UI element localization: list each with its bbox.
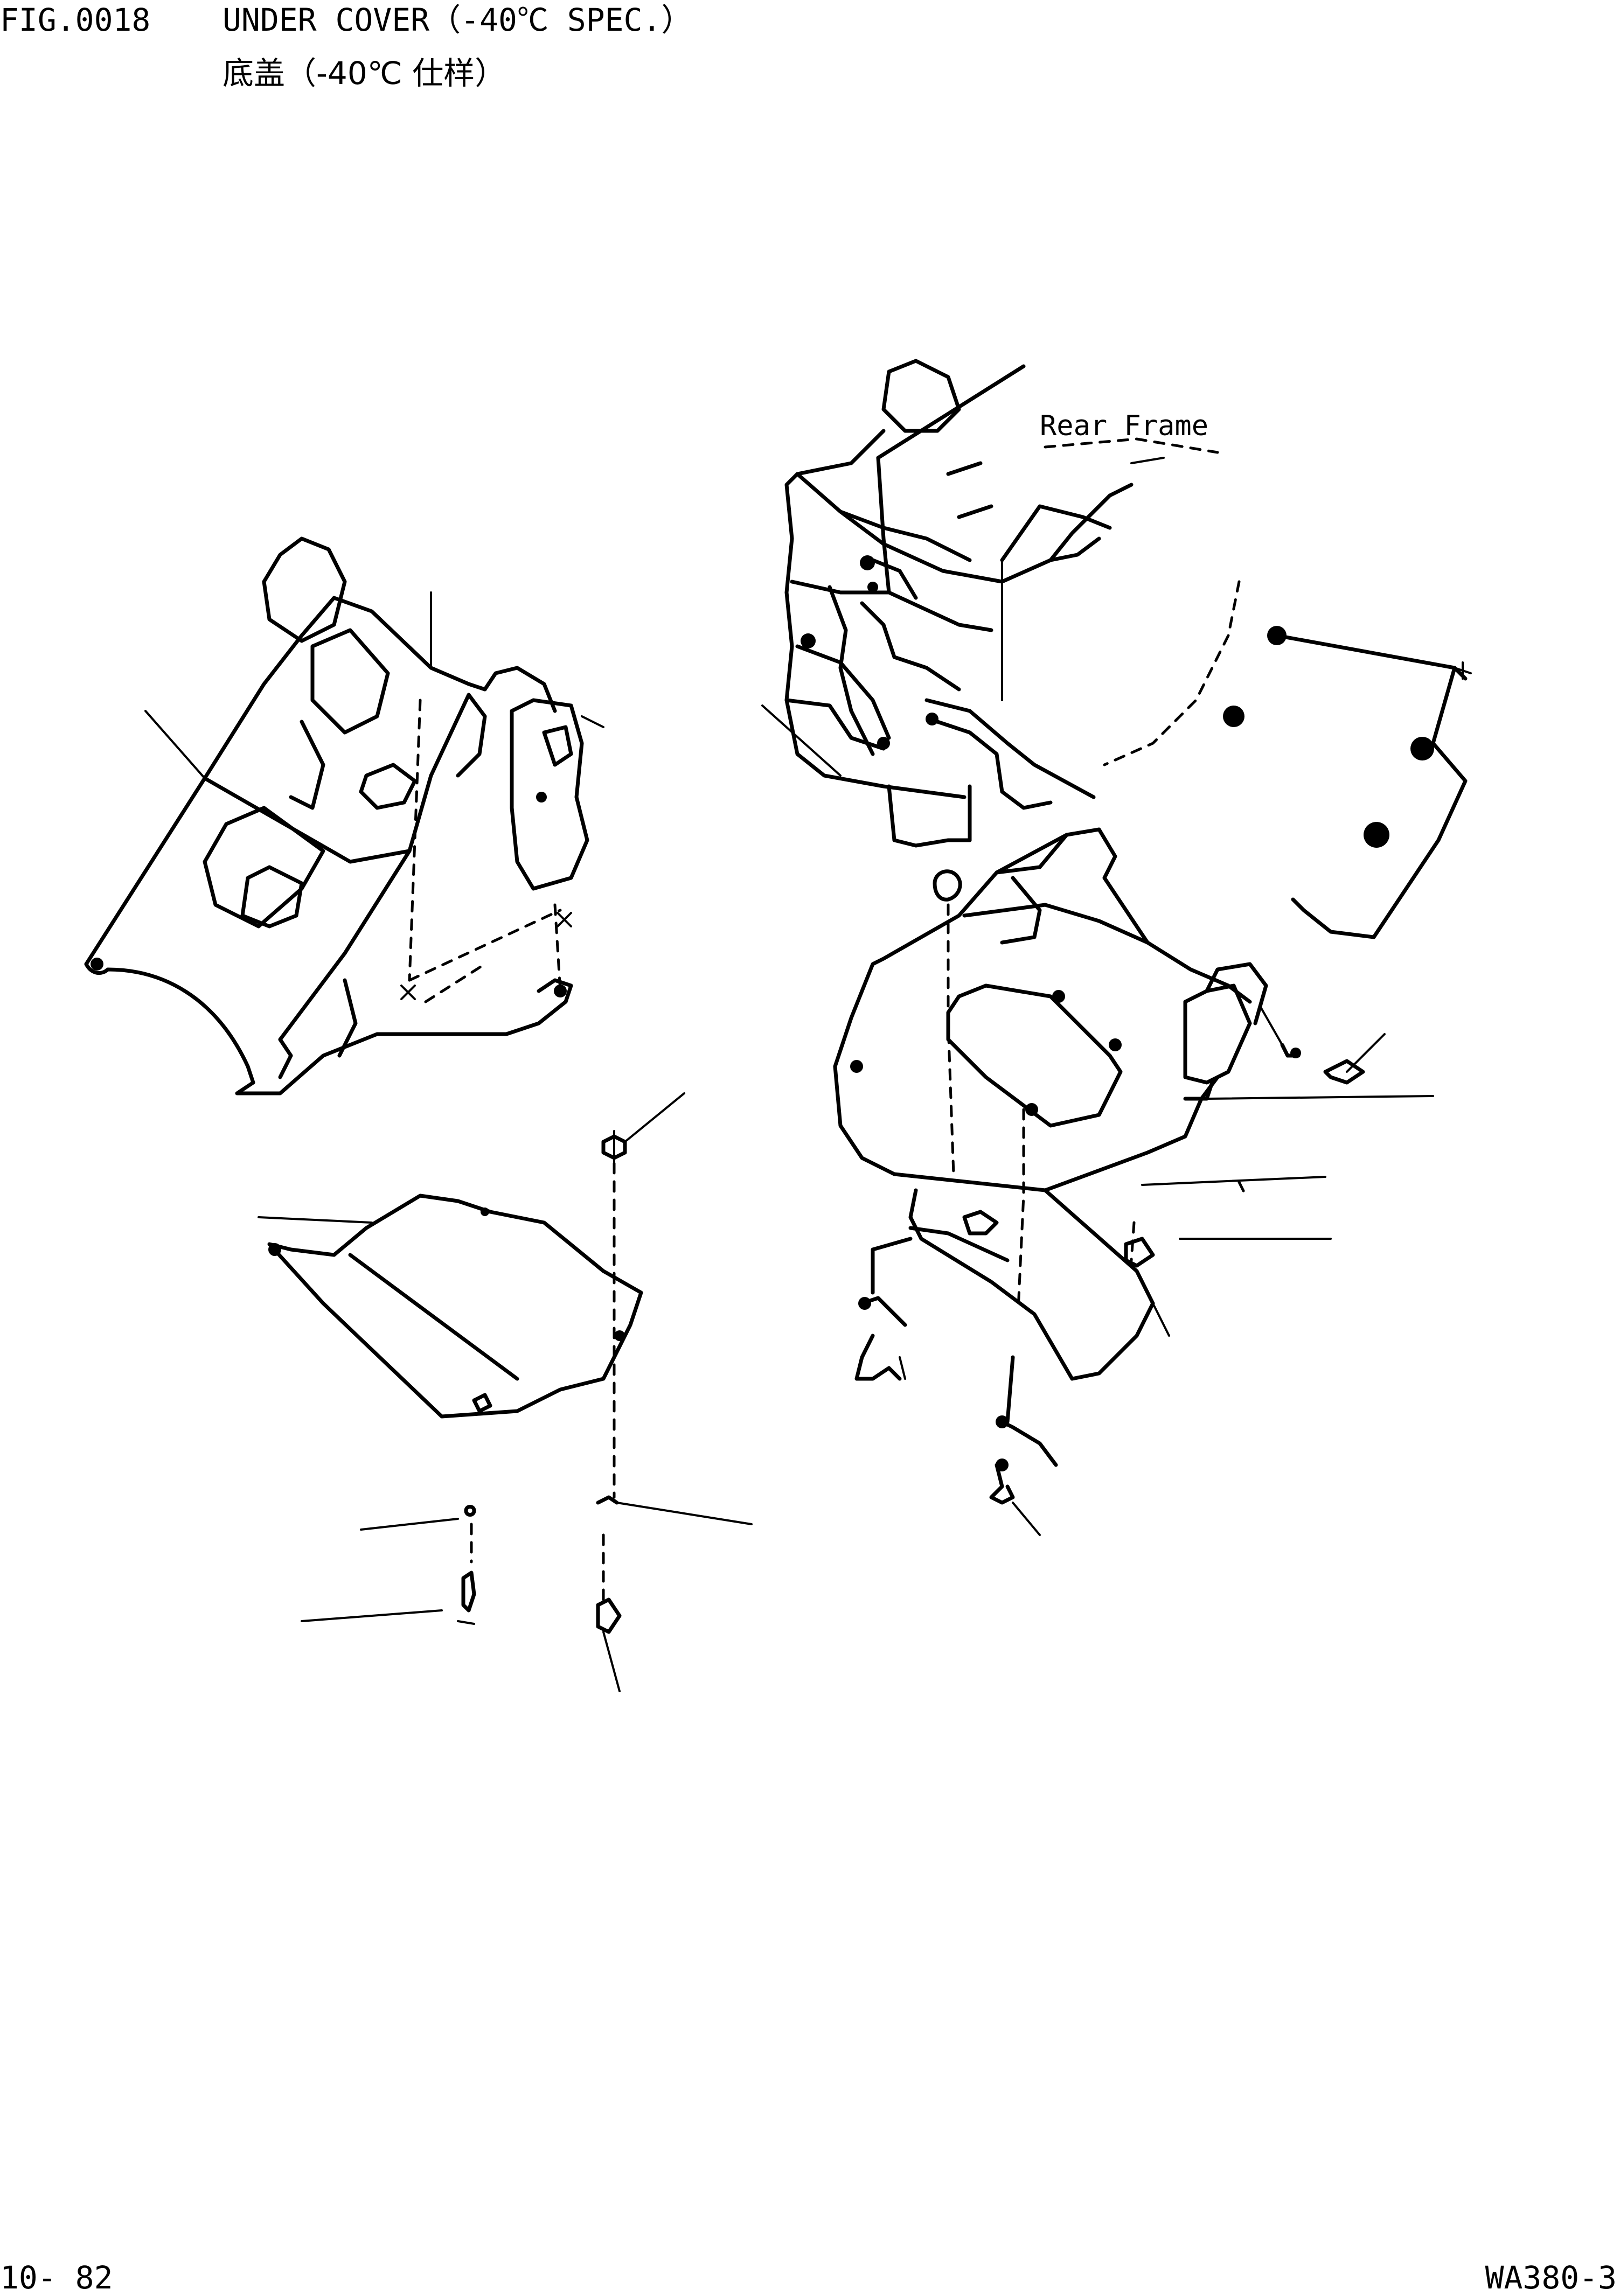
rear-frame-label: Rear Frame xyxy=(1040,410,1208,442)
rear-cover-plate xyxy=(1103,580,1472,939)
lower-left-cover-plate xyxy=(258,1194,643,1419)
page-subtitle: 底盖（-40℃ 仕样） xyxy=(223,55,506,92)
page-title: UNDER COVER（-40℃ SPEC.） xyxy=(223,2,693,38)
fastener-stack xyxy=(301,1092,753,1692)
main-under-cover xyxy=(833,827,1434,1192)
front-frame xyxy=(84,536,604,1095)
lower-right-cover xyxy=(854,869,1332,1536)
page-number: 10- 82 xyxy=(0,2259,113,2296)
model-number: WA380-3 xyxy=(1485,2259,1617,2296)
figure-number: FIG.0018 xyxy=(0,2,151,38)
rear-frame: Rear Frame xyxy=(761,359,1219,848)
